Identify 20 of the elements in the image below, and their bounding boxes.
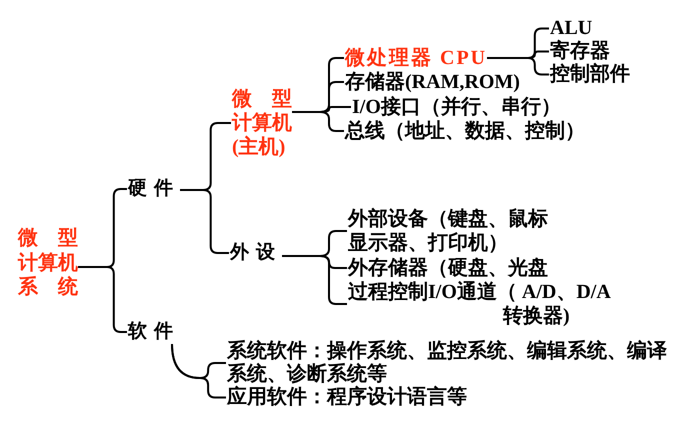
item-label: I/O接口（并行、串行） — [352, 95, 561, 119]
item-label: 寄存器 — [550, 40, 610, 63]
brace-connector — [180, 189, 229, 254]
category-label: 微型计算机(主机) — [232, 87, 292, 159]
item-label: 控制部件 — [550, 63, 630, 86]
item-label: 系统软件：操作系统、监控系统、编辑系统、编译系统、诊断系统等 — [227, 340, 673, 386]
category-label: 硬件 — [128, 177, 180, 201]
item-label: 微处理器 CPU — [345, 46, 488, 70]
item-label: 过程控制I/O通道（ A/D、D/A转换器) — [348, 280, 618, 328]
item-label: 外存储器（硬盘、光盘 — [348, 256, 548, 280]
item-label: 存储器(RAM,ROM) — [345, 70, 520, 94]
brace-connector — [282, 255, 347, 305]
category-label: 外设 — [230, 241, 282, 265]
brace-connector — [171, 344, 226, 398]
item-label: 应用软件：程序设计语言等 — [227, 386, 467, 409]
item-label: ALU — [550, 17, 592, 40]
item-label: 总线（地址、数据、控制） — [345, 119, 585, 143]
root-label: 微型计算机系统 — [18, 226, 78, 300]
category-label: 软件 — [128, 320, 180, 344]
item-label: 外部设备（键盘、鼠标显示器、打印机） — [348, 207, 552, 255]
